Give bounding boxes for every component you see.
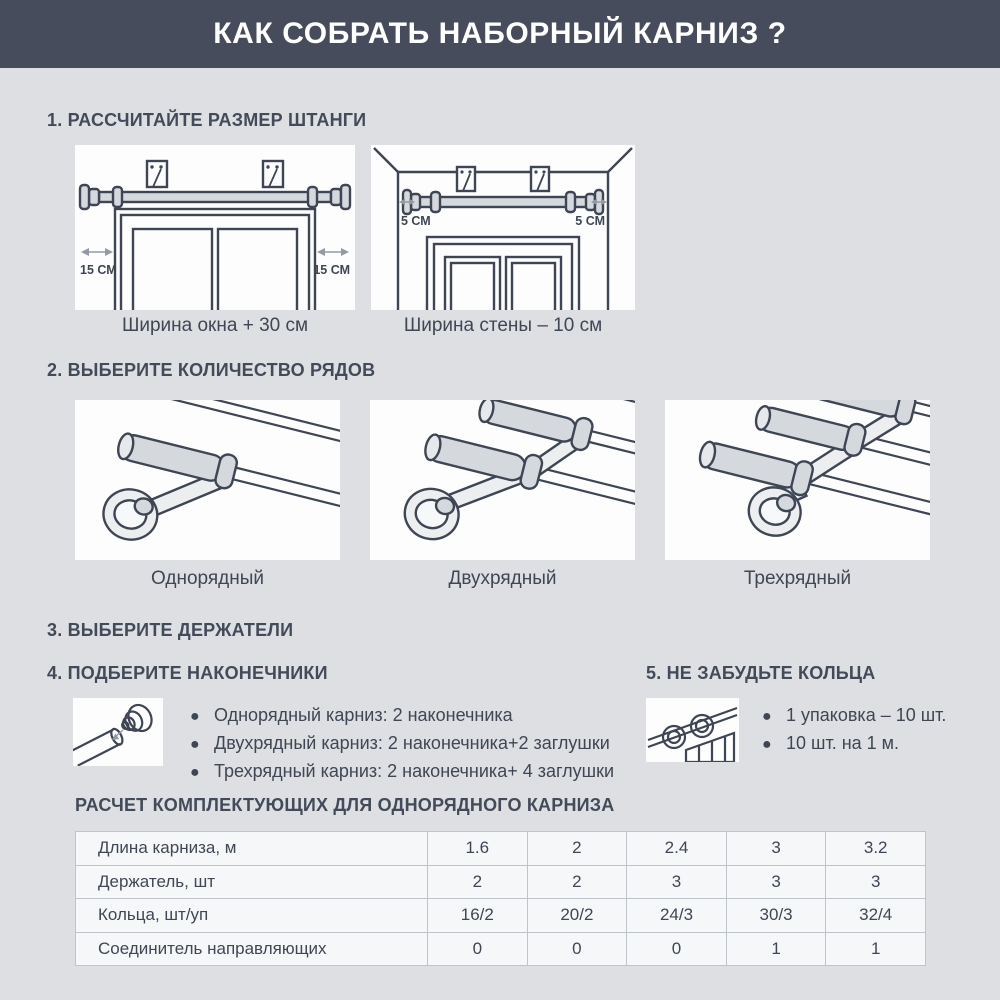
bullet-text: 10 шт. на 1 м.	[786, 733, 900, 753]
left-margin-label: 5 СМ	[401, 214, 431, 228]
table-cell: 24/3	[626, 898, 726, 932]
wall-measure-panel: 5 СМ 5 СМ	[371, 145, 635, 310]
single-row-diagram	[75, 400, 340, 541]
window-panel-caption: Ширина окна + 30 см	[121, 315, 309, 336]
list-item: ● Однорядный карниз: 2 наконечника	[190, 702, 614, 730]
double-row-caption: Двухрядный	[448, 568, 557, 589]
table-cell: 3	[626, 864, 726, 898]
list-item: ● Трехрядный карниз: 2 наконечника+ 4 заг…	[190, 758, 614, 786]
finial-diagram	[73, 703, 153, 766]
bullet-text: Однорядный карниз: 2 наконечника	[214, 705, 513, 725]
table-cell: 3	[825, 864, 925, 898]
finial-bullet-list: ● Однорядный карниз: 2 наконечника ● Двухр…	[190, 702, 614, 786]
bullet-text: 1 упаковка – 10 шт.	[786, 705, 947, 725]
table-row-label: Держатель, шт	[75, 864, 427, 898]
double-row-diagram	[370, 400, 635, 541]
table-cell: 2.4	[626, 831, 726, 865]
table-cell: 3.2	[825, 831, 925, 865]
table-title: РАСЧЕТ КОМПЛЕКТУЮЩИХ ДЛЯ ОДНОРЯДНОГО КАР…	[75, 795, 615, 815]
table-cell: 3	[725, 831, 826, 865]
wall-rod-diagram: 5 СМ 5 СМ	[373, 147, 633, 310]
double-row-panel	[370, 400, 635, 560]
bullet-text: Трехрядный карниз: 2 наконечника+ 4 загл…	[214, 761, 615, 781]
list-item: ● 1 упаковка – 10 шт.	[762, 702, 946, 730]
page-title: КАК СОБРАТЬ НАБОРНЫЙ КАРНИЗ ?	[213, 17, 787, 50]
rings-bullet-list: ● 1 упаковка – 10 шт. ● 10 шт. на 1 м.	[762, 702, 946, 758]
components-table: Длина карниза, м 1.6 2 2.4 3 3.2 Держате…	[75, 831, 926, 966]
table-cell: 2	[526, 864, 627, 898]
bullet-icon: ●	[762, 736, 772, 753]
table-row-label: Длина карниза, м	[75, 831, 427, 865]
table-row-label: Кольца, шт/уп	[75, 898, 427, 932]
step5-heading: 5. НЕ ЗАБУДЬТЕ КОЛЬЦА	[646, 663, 876, 683]
rings-panel	[646, 698, 739, 762]
right-margin-label: 5 СМ	[575, 214, 605, 228]
rings-diagram	[647, 706, 738, 762]
step2-heading: 2. ВЫБЕРИТЕ КОЛИЧЕСТВО РЯДОВ	[47, 360, 376, 380]
triple-row-caption: Трехрядный	[743, 568, 852, 589]
single-row-caption: Однорядный	[151, 568, 264, 589]
window-measure-panel: 15 СМ 15 СМ	[75, 145, 355, 310]
wall-panel-caption: Ширина стены – 10 см	[403, 315, 603, 336]
table-cell: 1	[825, 931, 925, 965]
list-item: ● 10 шт. на 1 м.	[762, 730, 946, 758]
window-rod-diagram: 15 СМ 15 СМ	[78, 159, 352, 310]
bullet-icon: ●	[190, 764, 200, 781]
triple-row-diagram	[698, 400, 930, 538]
table-row-label: Соединитель направляющих	[75, 931, 427, 965]
step4-heading: 4. ПОДБЕРИТЕ НАКОНЕЧНИКИ	[47, 663, 328, 683]
list-item: ● Двухрядный карниз: 2 наконечника+2 загл…	[190, 730, 614, 758]
table-cell: 1.6	[427, 831, 527, 865]
table-cell: 2	[526, 831, 627, 865]
step1-heading: 1. РАССЧИТАЙТЕ РАЗМЕР ШТАНГИ	[47, 110, 367, 130]
table-cell: 3	[725, 864, 826, 898]
bullet-icon: ●	[190, 708, 200, 725]
left-margin-label: 15 СМ	[80, 263, 117, 277]
right-margin-label: 15 СМ	[313, 263, 350, 277]
bullet-icon: ●	[190, 736, 200, 753]
table-cell: 1	[725, 931, 826, 965]
bullet-text: Двухрядный карниз: 2 наконечника+2 заглу…	[214, 733, 610, 753]
table-cell: 2	[427, 864, 527, 898]
table-cell: 0	[427, 931, 527, 965]
finial-panel	[73, 698, 163, 766]
table-cell: 30/3	[725, 898, 826, 932]
step3-heading: 3. ВЫБЕРИТЕ ДЕРЖАТЕЛИ	[47, 620, 294, 640]
table-cell: 0	[526, 931, 627, 965]
table-cell: 32/4	[825, 898, 925, 932]
triple-row-panel	[665, 400, 930, 560]
header-banner: КАК СОБРАТЬ НАБОРНЫЙ КАРНИЗ ?	[0, 0, 1000, 68]
table-cell: 20/2	[526, 898, 627, 932]
table-cell: 0	[626, 931, 726, 965]
table-cell: 16/2	[427, 898, 527, 932]
bullet-icon: ●	[762, 708, 772, 725]
single-row-panel	[75, 400, 340, 560]
